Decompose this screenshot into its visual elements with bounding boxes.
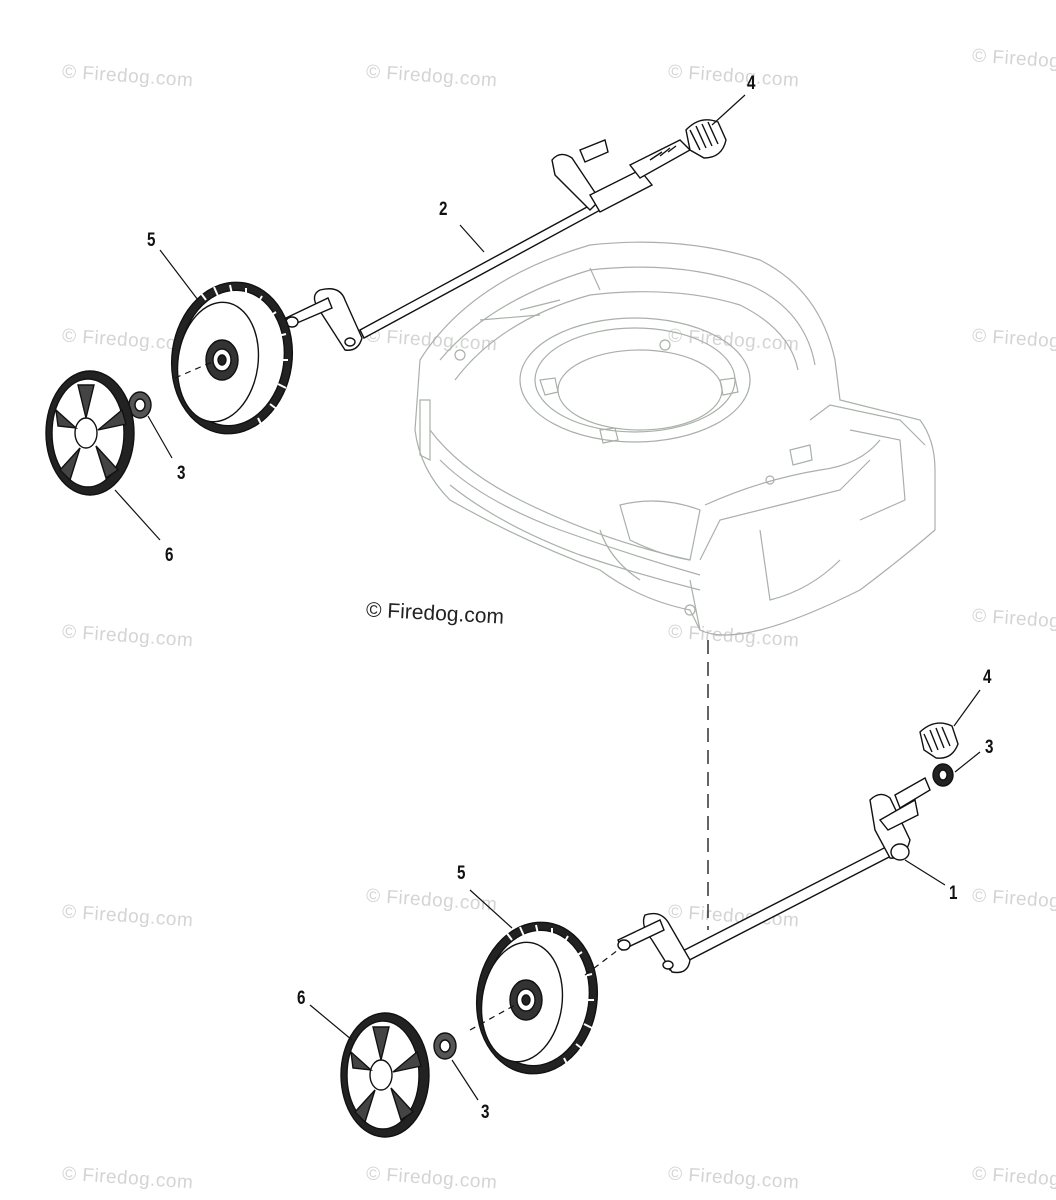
right-washer: [932, 763, 954, 787]
top-wheel: [170, 281, 294, 435]
bottom-axle-assembly: [617, 777, 931, 974]
top-wheel-centerline: [174, 361, 213, 379]
mower-deck: [414, 241, 936, 636]
callout-5-bottom: 5: [457, 863, 466, 884]
bottom-axle-centerline: [584, 949, 619, 976]
bottom-nut: [433, 1032, 457, 1060]
callout-3-top: 3: [177, 463, 186, 484]
callout-1: 1: [949, 883, 958, 904]
top-nut: [128, 391, 152, 419]
bottom-wheel: [475, 921, 599, 1075]
top-bushing: [685, 119, 727, 159]
leader-lines: [114, 94, 981, 1101]
top-hubcap: [45, 370, 135, 496]
callout-3-bottom: 3: [481, 1102, 490, 1123]
callout-6-top: 6: [165, 545, 174, 566]
bottom-wheel-centerline: [469, 1004, 516, 1031]
top-axle-assembly: [285, 139, 692, 351]
bottom-hubcap: [340, 1012, 430, 1138]
callout-4-bottom: 4: [983, 667, 992, 688]
callout-6-bottom: 6: [297, 988, 306, 1009]
bottom-bushing: [919, 722, 959, 759]
callout-4-top: 4: [747, 73, 756, 94]
callout-3-right: 3: [985, 737, 994, 758]
callout-2: 2: [439, 199, 448, 220]
callout-5-top: 5: [147, 230, 156, 251]
